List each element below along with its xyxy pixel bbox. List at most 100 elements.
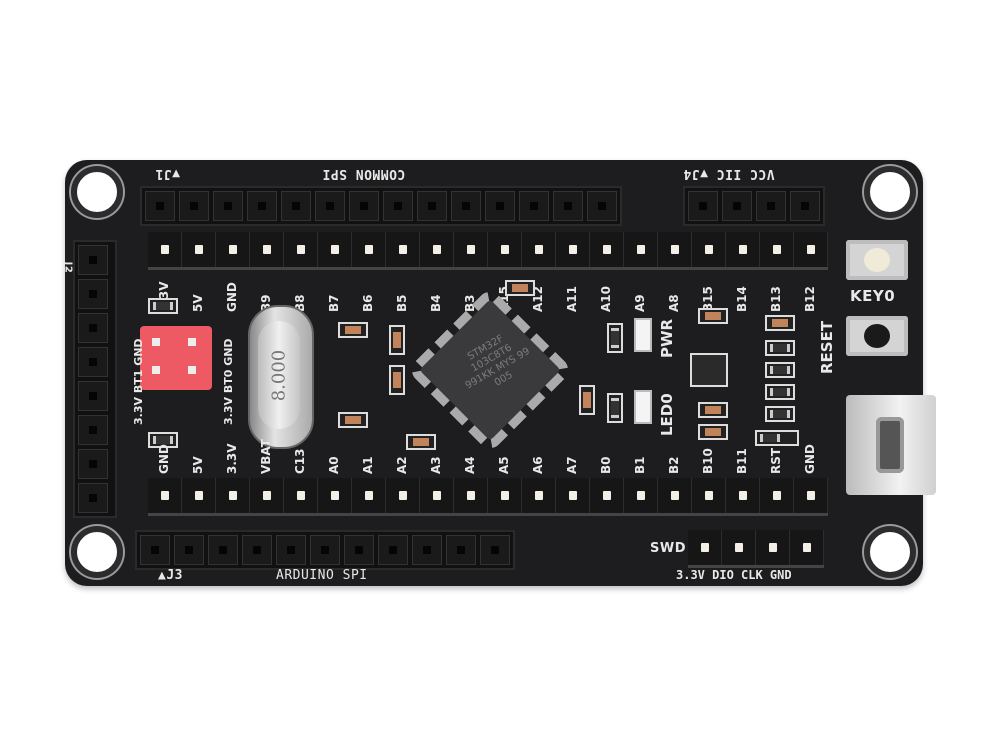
header-pin[interactable]	[454, 478, 488, 513]
swd-header[interactable]	[688, 530, 824, 568]
header-socket[interactable]	[213, 191, 243, 221]
pin-label: A1	[361, 456, 375, 474]
header-pin[interactable]	[624, 478, 658, 513]
header-socket[interactable]	[78, 279, 108, 309]
pin-label: A11	[565, 286, 579, 312]
header-pin[interactable]	[556, 232, 590, 267]
header-pin[interactable]	[148, 232, 182, 267]
header-socket[interactable]	[451, 191, 481, 221]
header-socket[interactable]	[179, 191, 209, 221]
header-j4[interactable]	[683, 186, 825, 226]
header-pin[interactable]	[182, 232, 216, 267]
header-socket[interactable]	[587, 191, 617, 221]
header-socket[interactable]	[553, 191, 583, 221]
header-pin[interactable]	[556, 478, 590, 513]
header-pin[interactable]	[590, 232, 624, 267]
header-socket[interactable]	[310, 535, 340, 565]
pin-label: B5	[395, 294, 409, 313]
header-socket[interactable]	[383, 191, 413, 221]
header-j1[interactable]	[140, 186, 622, 226]
swd-pin[interactable]	[722, 530, 756, 565]
header-pin[interactable]	[488, 478, 522, 513]
header-pin[interactable]	[760, 232, 794, 267]
header-pin[interactable]	[454, 232, 488, 267]
header-socket[interactable]	[412, 535, 442, 565]
header-pin[interactable]	[794, 232, 828, 267]
header-socket[interactable]	[417, 191, 447, 221]
header-socket[interactable]	[78, 449, 108, 479]
capacitor	[389, 325, 405, 355]
header-pin[interactable]	[284, 232, 318, 267]
micro-usb-port[interactable]	[846, 395, 936, 495]
header-socket[interactable]	[344, 535, 374, 565]
header-pin[interactable]	[352, 478, 386, 513]
header-socket[interactable]	[78, 347, 108, 377]
header-socket[interactable]	[480, 535, 510, 565]
header-pin[interactable]	[658, 232, 692, 267]
header-socket[interactable]	[78, 381, 108, 411]
header-socket[interactable]	[174, 535, 204, 565]
header-pin[interactable]	[182, 478, 216, 513]
reset-button[interactable]	[846, 316, 908, 356]
header-pin[interactable]	[624, 232, 658, 267]
header-socket[interactable]	[519, 191, 549, 221]
header-pin[interactable]	[420, 478, 454, 513]
header-pin[interactable]	[318, 478, 352, 513]
header-pin[interactable]	[726, 478, 760, 513]
header-socket[interactable]	[281, 191, 311, 221]
j2-label: J2	[62, 261, 74, 274]
header-j2[interactable]	[73, 240, 117, 518]
header-pin[interactable]	[692, 232, 726, 267]
pin-label: A6	[531, 456, 545, 474]
header-socket[interactable]	[78, 245, 108, 275]
header-socket[interactable]	[145, 191, 175, 221]
header-pin[interactable]	[216, 232, 250, 267]
header-pin[interactable]	[522, 478, 556, 513]
header-pin[interactable]	[318, 232, 352, 267]
header-pin[interactable]	[760, 478, 794, 513]
swd-pin[interactable]	[790, 530, 824, 565]
header-socket[interactable]	[790, 191, 820, 221]
header-pin[interactable]	[488, 232, 522, 267]
boot-jumpers[interactable]	[140, 326, 212, 390]
header-pin[interactable]	[148, 478, 182, 513]
top-pin-header[interactable]	[148, 232, 828, 270]
header-pin[interactable]	[590, 478, 624, 513]
header-socket[interactable]	[756, 191, 786, 221]
header-pin[interactable]	[522, 232, 556, 267]
header-socket[interactable]	[247, 191, 277, 221]
header-pin[interactable]	[250, 232, 284, 267]
header-socket[interactable]	[78, 313, 108, 343]
header-pin[interactable]	[284, 478, 318, 513]
header-pin[interactable]	[250, 478, 284, 513]
key0-button[interactable]	[846, 240, 908, 280]
header-socket[interactable]	[378, 535, 408, 565]
header-socket[interactable]	[78, 483, 108, 513]
header-pin[interactable]	[352, 232, 386, 267]
swd-pin[interactable]	[756, 530, 790, 565]
header-pin[interactable]	[658, 478, 692, 513]
pin-label: B10	[701, 448, 715, 474]
bottom-pin-header[interactable]	[148, 478, 828, 516]
header-socket[interactable]	[349, 191, 379, 221]
header-socket[interactable]	[242, 535, 272, 565]
header-pin[interactable]	[794, 478, 828, 513]
header-pin[interactable]	[386, 232, 420, 267]
header-socket[interactable]	[315, 191, 345, 221]
header-pin[interactable]	[420, 232, 454, 267]
header-socket[interactable]	[276, 535, 306, 565]
header-pin[interactable]	[726, 232, 760, 267]
header-socket[interactable]	[140, 535, 170, 565]
header-socket[interactable]	[688, 191, 718, 221]
header-socket[interactable]	[485, 191, 515, 221]
header-pin[interactable]	[216, 478, 250, 513]
header-socket[interactable]	[446, 535, 476, 565]
header-socket[interactable]	[78, 415, 108, 445]
header-socket[interactable]	[722, 191, 752, 221]
header-pin[interactable]	[386, 478, 420, 513]
pin-label: A9	[633, 294, 647, 312]
header-j3[interactable]	[135, 530, 515, 570]
swd-pin[interactable]	[688, 530, 722, 565]
header-pin[interactable]	[692, 478, 726, 513]
header-socket[interactable]	[208, 535, 238, 565]
